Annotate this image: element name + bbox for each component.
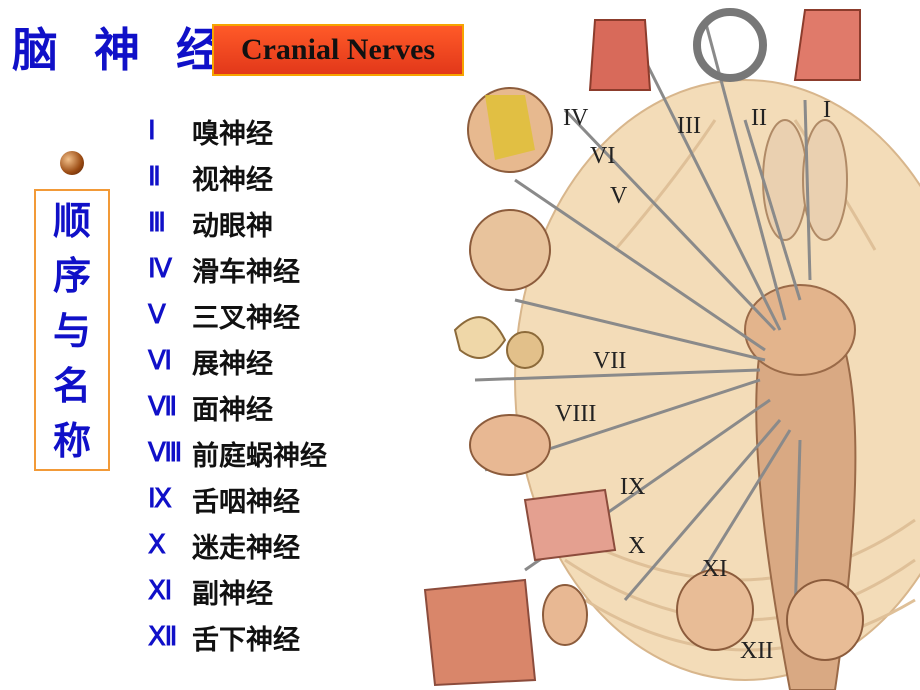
nerve-number: Ⅺ (148, 576, 173, 605)
cranial-nerves-illustration: IV III II I VI V VII VIII IX X XI XII (423, 8, 920, 690)
mouth-illustration (469, 414, 551, 476)
nerve-name: 嗅神经 (192, 118, 273, 150)
nerve-number: Ⅹ (148, 530, 166, 559)
cranial-nerve-list: Ⅰ 嗅神经 Ⅱ 视神经 Ⅲ 动眼神 Ⅳ 滑车神经 Ⅴ 三叉神经 Ⅵ 展神经 Ⅶ 面神经 Ⅷ 前庭… (148, 108, 327, 660)
nerve-name: 动眼神 (192, 210, 273, 242)
list-item: Ⅲ 动眼神 (148, 200, 327, 246)
list-item: Ⅻ 舌下神经 (148, 614, 327, 660)
facial-head-illustration (469, 209, 551, 291)
label-xi: XI (702, 556, 727, 582)
nerve-name: 视神经 (192, 164, 273, 196)
nerve-number: Ⅶ (148, 392, 178, 421)
nerve-fibers (474, 19, 812, 621)
order-and-name-box: 顺 序 与 名 称 (34, 189, 110, 471)
tongue-illustration (786, 579, 864, 661)
nerve-name: 副神经 (192, 578, 273, 610)
english-title-badge: Cranial Nerves (212, 24, 464, 76)
english-title: Cranial Nerves (240, 33, 436, 66)
list-item: Ⅳ 滑车神经 (148, 246, 327, 292)
label-v: V (610, 183, 628, 209)
nerve-name: 前庭蜗神经 (192, 440, 327, 472)
list-item: Ⅱ 视神经 (148, 154, 327, 200)
nasal-illustration (793, 9, 861, 81)
heart-lungs-illustration (523, 488, 617, 562)
list-item: Ⅺ 副神经 (148, 568, 327, 614)
nerve-name: 展神经 (192, 348, 273, 380)
nerve-name: 滑车神经 (192, 256, 300, 288)
label-iii: III (677, 113, 701, 139)
nerve-name: 迷走神经 (192, 532, 300, 564)
list-item: Ⅸ 舌咽神经 (148, 476, 327, 522)
olfactory-tract (802, 119, 848, 241)
optic-chiasm (762, 119, 808, 241)
nerve-number: Ⅵ (148, 346, 172, 375)
list-item: Ⅴ 三叉神经 (148, 292, 327, 338)
list-item: Ⅰ 嗅神经 (148, 108, 327, 154)
pons (744, 284, 856, 376)
list-item: Ⅶ 面神经 (148, 384, 327, 430)
nerve-number: Ⅳ (148, 254, 172, 283)
label-ii: II (751, 105, 767, 131)
nerve-name: 舌下神经 (192, 624, 300, 656)
list-item: Ⅵ 展神经 (148, 338, 327, 384)
nerve-number: Ⅸ (148, 484, 172, 513)
neck-illustration (676, 569, 754, 651)
nerve-number: Ⅲ (148, 208, 166, 237)
label-i: I (823, 97, 831, 123)
label-iv: IV (563, 105, 589, 131)
nerve-name: 面神经 (192, 394, 273, 426)
nerve-number: Ⅴ (148, 300, 166, 329)
label-x: X (628, 533, 645, 559)
bullet-icon (60, 151, 84, 175)
vertical-char: 称 (52, 417, 91, 463)
eyeball-illustration (693, 8, 767, 82)
vertical-char: 名 (52, 362, 91, 408)
nerve-number: Ⅰ (148, 116, 156, 145)
label-vii: VII (593, 348, 626, 374)
label-viii: VIII (555, 401, 596, 427)
trigeminal-zones (485, 95, 535, 160)
nerve-number: Ⅻ (148, 622, 178, 651)
vertical-char: 序 (52, 252, 91, 298)
eye-muscles-illustration (588, 19, 652, 91)
nerve-number: Ⅷ (148, 438, 183, 467)
viscera-illustration (423, 578, 537, 687)
nerve-name: 三叉神经 (192, 302, 300, 334)
page-title: 脑 神 经 (12, 23, 233, 77)
label-xii: XII (740, 638, 773, 664)
label-ix: IX (620, 474, 645, 500)
label-vi: VI (590, 143, 615, 169)
nerve-name: 舌咽神经 (192, 486, 300, 518)
list-item: Ⅹ 迷走神经 (148, 522, 327, 568)
vertical-char: 顺 (52, 197, 91, 243)
cochlea-illustration (506, 331, 544, 369)
list-item: Ⅷ 前庭蜗神经 (148, 430, 327, 476)
nerve-number: Ⅱ (148, 162, 161, 191)
vertical-char: 与 (52, 307, 91, 353)
ear-illustration (542, 584, 588, 646)
inner-ear-illustration (453, 316, 507, 359)
